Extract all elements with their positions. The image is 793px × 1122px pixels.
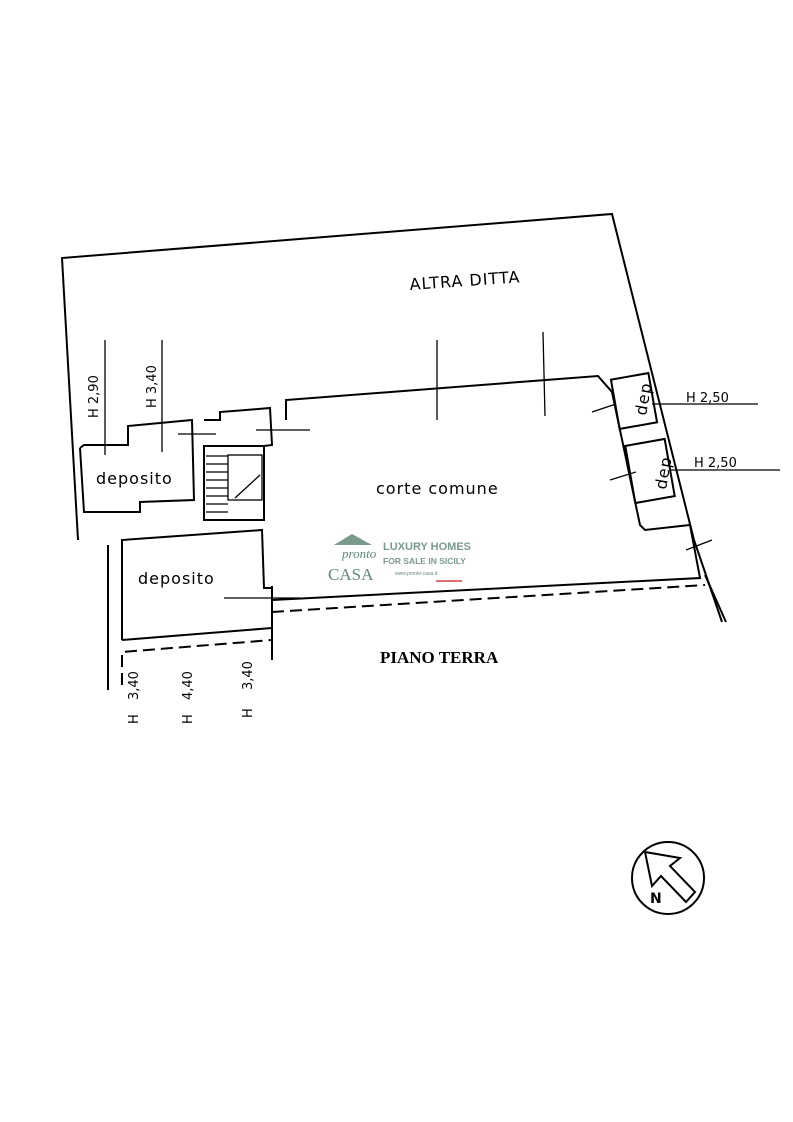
- logo-line1: LUXURY HOMES: [383, 541, 471, 553]
- house-roof-icon: [334, 534, 372, 545]
- height-label: 3,40: [241, 661, 256, 690]
- height-label: H 2,90: [87, 375, 102, 418]
- dashed-boundary: [271, 584, 706, 613]
- stair-core: [203, 445, 265, 521]
- corte-comune-walls: [271, 374, 702, 601]
- right-boundary-inner: [704, 574, 727, 623]
- dep-room-2: [624, 437, 676, 505]
- north-letter: N: [650, 891, 662, 907]
- height-label: H 2,50: [694, 456, 737, 471]
- pronto-casa-logo: pronto CASA LUXURY HOMES FOR SALE IN SIC…: [328, 534, 471, 584]
- height-letter: H: [127, 714, 142, 724]
- door-mark: [591, 403, 617, 413]
- outer-boundary: [60, 212, 695, 541]
- stair-hall: [204, 406, 274, 447]
- stair-steps: [206, 454, 263, 513]
- door-mark: [609, 471, 637, 481]
- height-letter: H: [181, 714, 196, 724]
- logo-brand-big: CASA: [328, 565, 374, 584]
- height-letter: H: [241, 708, 256, 718]
- corte-comune-label: corte comune: [376, 479, 499, 498]
- deposito-label: deposito: [96, 469, 173, 488]
- height-label: H 2,50: [686, 391, 729, 406]
- dashed-boundary: [121, 639, 273, 685]
- logo-line2: FOR SALE IN SICILY: [383, 556, 466, 566]
- dep-label: dep: [631, 381, 655, 417]
- height-label: 3,40: [127, 671, 142, 700]
- height-label: 4,40: [181, 671, 196, 700]
- deposito-label: deposito: [138, 569, 215, 588]
- height-label: H 3,40: [145, 365, 160, 408]
- north-arrow-icon: N: [631, 841, 705, 915]
- dim-line: [542, 331, 546, 417]
- altra-ditta-label: ALTRA DITTA: [409, 267, 521, 294]
- door-mark: [685, 539, 713, 551]
- deposito-top-walls: [79, 418, 196, 513]
- logo-brand-small: pronto: [341, 546, 377, 561]
- logo-url: www.pronto-casa.it: [395, 571, 438, 577]
- floor-title: PIANO TERRA: [380, 648, 499, 667]
